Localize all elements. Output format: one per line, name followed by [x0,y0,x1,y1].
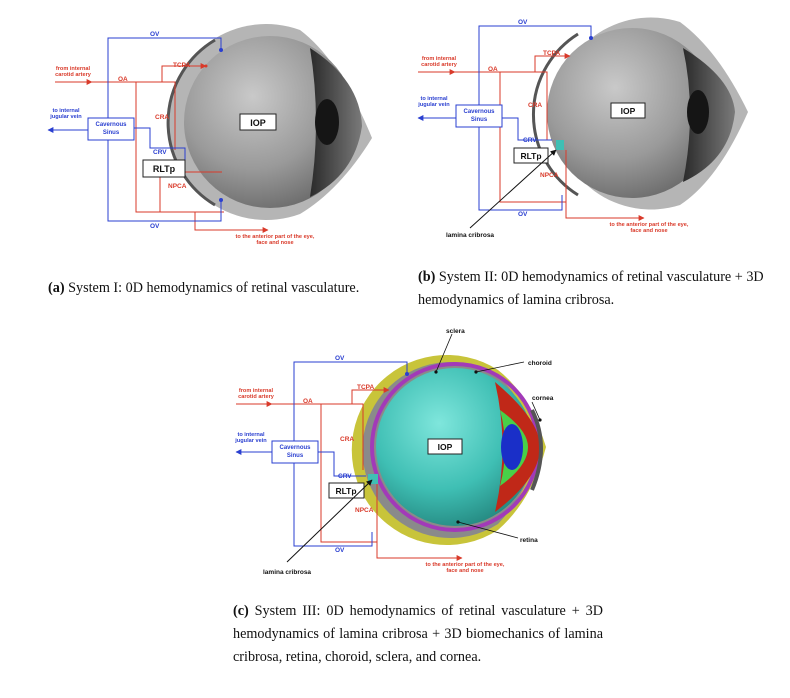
oa-label-c: OA [303,398,313,405]
iop-label-b: IOP [621,106,636,116]
crv-label-c: CRV [338,473,352,480]
cornea-layer [530,409,543,491]
carotid-label-a: from internal carotid artery [55,66,91,78]
caption-c-text: System III: 0D hemodynamics of retinal v… [233,603,604,665]
caption-b-text: System II: 0D hemodynamics of retinal va… [418,269,764,308]
rltp-label-a: RLTp [153,164,176,174]
cavernous-sinus-label-c: Cavernous Sinus [279,445,311,459]
tcpa-label-b: TCPA [543,50,561,57]
caption-a-tag: (a) [48,280,65,296]
iop-box-a [239,113,277,131]
carotid-label-c: from internal carotid artery [238,388,274,400]
anterior-label-a: to the anterior part of the eye, face an… [235,234,315,246]
cavernous-sinus-box-c [271,440,319,464]
cavernous-sinus-label-a: Cavernous Sinus [95,122,127,136]
tcpa-label-c: TCPA [357,384,375,391]
rltp-box-a [142,159,186,178]
crv-label-b: CRV [523,137,537,144]
choroid-label: choroid [528,360,552,367]
ov-top-label-b: OV [518,19,528,26]
rltp-label-b: RLTp [520,151,541,161]
panel-c: OV OV TCPA OA CRA CRV NPCA from internal… [235,328,554,576]
crv-label-a: CRV [153,149,167,156]
ov-bottom-label-c: OV [335,547,345,554]
panel-a: OV OV TCPA OA CRA CRV NPCA from internal… [47,23,372,246]
lamina-label-c: lamina cribrosa [263,569,311,576]
caption-a: (a) System I: 0D hemodynamics of retinal… [48,277,418,300]
iop-box-c [427,438,463,455]
cavernous-sinus-box-b [455,104,503,128]
caption-c-tag: (c) [233,603,249,619]
lamina-cribrosa-patch-b [556,140,564,150]
carotid-label-b: from internal carotid artery [421,56,457,68]
caption-b: (b) System II: 0D hemodynamics of retina… [418,266,790,312]
eye-c [351,355,546,545]
ov-top-label-a: OV [150,31,160,38]
npca-label-b: NPCA [540,172,559,179]
retina-label: retina [520,537,538,544]
iop-label-c: IOP [438,442,453,452]
cornea-label: cornea [532,395,554,402]
caption-a-text: System I: 0D hemodynamics of retinal vas… [68,280,360,296]
anterior-label-b: to the anterior part of the eye, face an… [609,222,689,234]
rltp-label-c: RLTp [335,486,356,496]
npca-label-c: NPCA [355,507,374,514]
jugular-label-a: to internal jugular vein [50,108,82,120]
iop-box-b [610,102,646,119]
anterior-label-c: to the anterior part of the eye, face an… [425,562,505,574]
cavernous-sinus-label-b: Cavernous Sinus [463,109,495,123]
caption-c: (c) System III: 0D hemodynamics of retin… [233,600,603,669]
jugular-label-c: to internal jugular vein [235,432,267,444]
sclera-label: sclera [446,328,465,335]
rltp-box-c [328,482,365,499]
oa-label-b: OA [488,66,498,73]
jugular-label-b: to internal jugular vein [418,96,450,108]
oa-label-a: OA [118,76,128,83]
cra-label-b: CRA [528,102,542,109]
cavernous-sinus-box-a [87,117,135,141]
cra-label-a: CRA [155,114,169,121]
lamina-cribrosa-patch-c [368,474,378,484]
npca-label-a: NPCA [168,183,187,190]
panel-b: OV OV TCPA OA CRA CRV NPCA from internal… [417,17,748,239]
tcpa-label-a: TCPA [173,62,191,69]
cra-label-c: CRA [340,436,354,443]
ov-bottom-label-a: OV [150,223,160,230]
ov-top-label-c: OV [335,355,345,362]
rltp-box-b [513,147,549,164]
lens-region [501,424,523,470]
lamina-label-b: lamina cribrosa [446,232,494,239]
caption-b-tag: (b) [418,269,436,285]
ov-bottom-label-b: OV [518,211,528,218]
iop-label-a: IOP [250,118,266,128]
eye-b [531,17,748,210]
